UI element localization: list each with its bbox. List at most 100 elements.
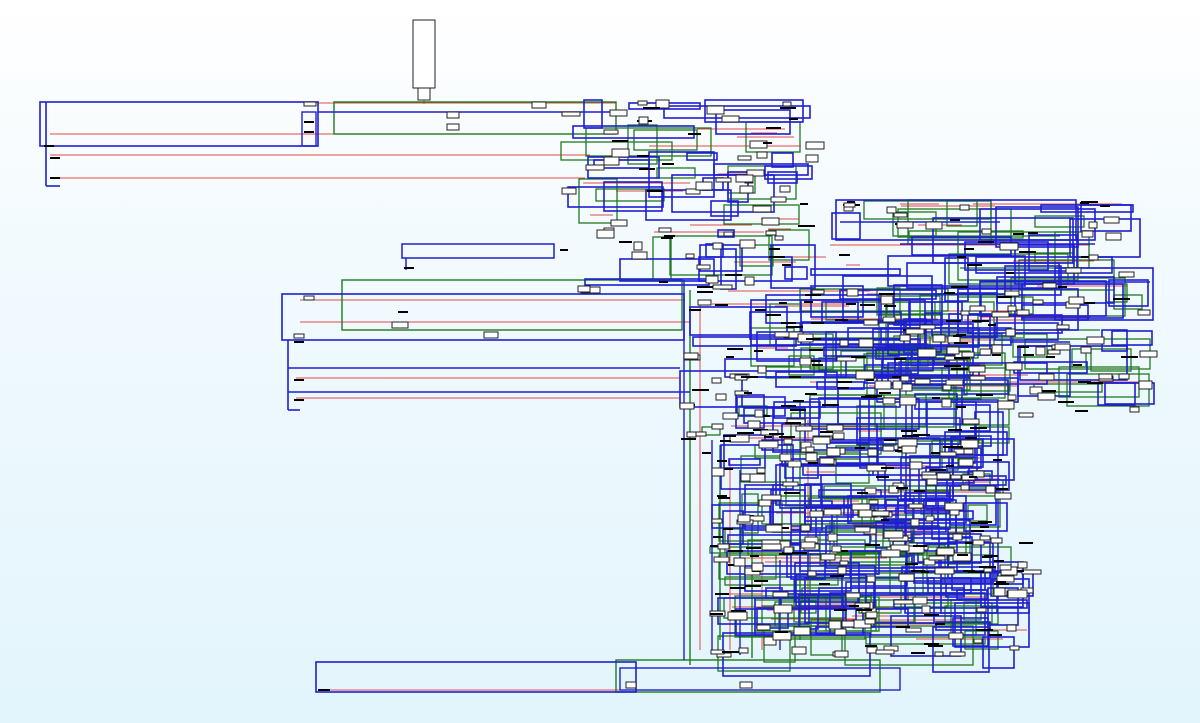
process-node (696, 264, 711, 270)
process-node (751, 562, 764, 572)
loop-blue (567, 186, 664, 208)
process-node (722, 412, 739, 420)
process-node (898, 573, 915, 582)
process-node (1068, 296, 1085, 305)
loop-blue (810, 268, 901, 276)
loop-blue (728, 458, 761, 466)
process-node (883, 530, 904, 539)
process-node (981, 228, 992, 235)
process-node (1029, 386, 1043, 395)
process-node (733, 557, 746, 567)
process-node (805, 446, 815, 453)
process-node (585, 164, 605, 171)
process-node (836, 356, 857, 362)
process-node (855, 370, 875, 380)
process-node (561, 187, 577, 195)
process-node (761, 217, 780, 226)
process-node (812, 436, 831, 445)
loop-blue (727, 534, 871, 545)
process-node (637, 100, 648, 106)
process-node (837, 566, 847, 575)
process-node (800, 541, 816, 549)
process-node (1021, 569, 1042, 575)
left-green-loop (341, 279, 683, 331)
process-node (1005, 328, 1016, 337)
process-node (882, 316, 896, 323)
process-node (921, 474, 938, 480)
process-node (928, 555, 946, 561)
process-node (865, 611, 878, 619)
process-node (947, 335, 961, 344)
process-node (936, 472, 951, 480)
loop-blue (935, 621, 991, 631)
process-node (633, 241, 643, 251)
process-node (713, 556, 730, 563)
process-node (882, 397, 896, 405)
loop-green (627, 124, 658, 165)
process-node (1118, 271, 1135, 278)
process-node (871, 510, 890, 517)
process-node (839, 560, 849, 566)
process-node (772, 591, 789, 598)
process-node (994, 492, 1012, 500)
process-node (908, 503, 924, 509)
process-node (1018, 412, 1034, 418)
process-node (754, 409, 764, 418)
loop-blue (952, 617, 989, 647)
process-node (1007, 589, 1028, 599)
process-node (807, 570, 817, 577)
process-node (805, 452, 818, 462)
process-node (758, 440, 779, 449)
process-node (886, 206, 897, 214)
process-node (773, 604, 793, 614)
process-node (712, 284, 733, 290)
loop-green (724, 576, 839, 586)
loop-blue (686, 152, 718, 161)
process-node (843, 202, 856, 208)
process-node (721, 115, 740, 123)
process-node (958, 458, 974, 467)
process-node (740, 473, 751, 482)
process-node (910, 518, 920, 527)
process-node (683, 352, 699, 360)
process-node (893, 212, 908, 218)
process-node (985, 485, 996, 494)
loop-blue (829, 592, 986, 636)
loop-blue (1108, 279, 1149, 307)
bottom-loop-blue-2 (619, 667, 901, 691)
process-node (711, 467, 725, 477)
process-node (948, 632, 964, 640)
process-node (949, 651, 966, 657)
loop-blue (963, 502, 1008, 532)
process-node (1047, 349, 1061, 355)
process-node (961, 351, 975, 358)
loop-blue (831, 212, 861, 240)
process-node (695, 181, 713, 191)
loop-blue (809, 398, 920, 430)
process-node (715, 177, 732, 183)
process-node (944, 502, 964, 511)
process-node (1016, 309, 1030, 316)
process-node (631, 251, 648, 260)
loop-blue (855, 608, 909, 628)
process-node (939, 451, 957, 457)
process-node (739, 239, 756, 249)
process-node (391, 321, 409, 329)
process-node (963, 448, 974, 455)
loop-blue (717, 229, 735, 238)
process-node (843, 206, 854, 212)
process-node (826, 424, 844, 432)
process-node (1007, 394, 1017, 401)
process-node (864, 618, 876, 625)
process-node (705, 275, 719, 284)
process-node (697, 299, 712, 306)
process-node (610, 219, 628, 227)
process-node (834, 650, 849, 658)
process-node (1007, 305, 1017, 312)
process-node (892, 380, 903, 390)
process-node (867, 448, 878, 457)
loop-blue (894, 357, 934, 371)
loop-blue (1040, 204, 1134, 213)
